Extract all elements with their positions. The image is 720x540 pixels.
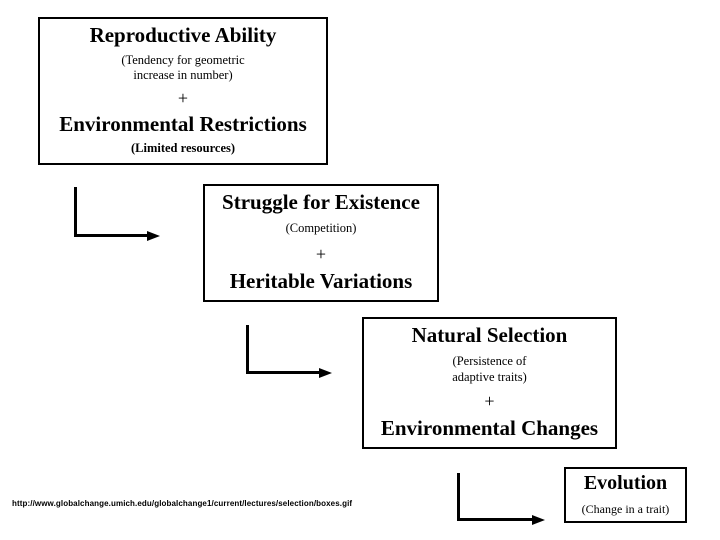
arrow-vertical-segment xyxy=(74,187,77,237)
box-note-change-in-a-trait: (Change in a trait) xyxy=(581,502,670,516)
arrow-horizontal-segment xyxy=(246,371,319,374)
note-line-2: increase in number) xyxy=(133,68,233,83)
arrow-horizontal-segment xyxy=(74,234,147,237)
note-line-1: (Persistence of xyxy=(452,353,527,368)
box-note-geometric-increase: (Tendency for geometric increase in numb… xyxy=(121,53,244,84)
plus-sign: + xyxy=(177,88,189,109)
source-url: http://www.globalchange.umich.edu/global… xyxy=(12,499,353,508)
box-reproductive-ability: Reproductive Ability (Tendency for geome… xyxy=(38,17,328,165)
box-title-environmental-restrictions: Environmental Restrictions xyxy=(59,111,307,136)
box-title-environmental-changes: Environmental Changes xyxy=(380,415,599,440)
box-struggle-for-existence: Struggle for Existence (Competition) + H… xyxy=(203,184,439,302)
box-note-limited-resources: (Limited resources) xyxy=(130,141,236,156)
arrow-vertical-segment xyxy=(246,325,249,374)
box-note-persistence-adaptive-traits: (Persistence of adaptive traits) xyxy=(452,354,527,385)
box-evolution: Evolution (Change in a trait) xyxy=(564,467,687,523)
box-natural-selection: Natural Selection (Persistence of adapti… xyxy=(362,317,617,449)
arrow-horizontal-segment xyxy=(457,518,532,521)
box-title-reproductive-ability: Reproductive Ability xyxy=(89,23,277,47)
plus-sign: + xyxy=(315,243,327,264)
box-note-competition: (Competition) xyxy=(285,221,357,236)
box-title-evolution: Evolution xyxy=(583,472,668,494)
arrow-head-icon xyxy=(532,514,545,525)
note-line-2: adaptive traits) xyxy=(452,369,527,384)
arrow-head-icon xyxy=(147,230,160,241)
note-line-1: (Tendency for geometric xyxy=(121,52,245,67)
box-title-heritable-variations: Heritable Variations xyxy=(229,268,413,293)
arrow-head-icon xyxy=(319,367,332,378)
box-title-natural-selection: Natural Selection xyxy=(411,323,568,347)
arrow-vertical-segment xyxy=(457,473,460,521)
plus-sign: + xyxy=(484,391,495,412)
box-title-struggle-for-existence: Struggle for Existence xyxy=(222,190,420,214)
